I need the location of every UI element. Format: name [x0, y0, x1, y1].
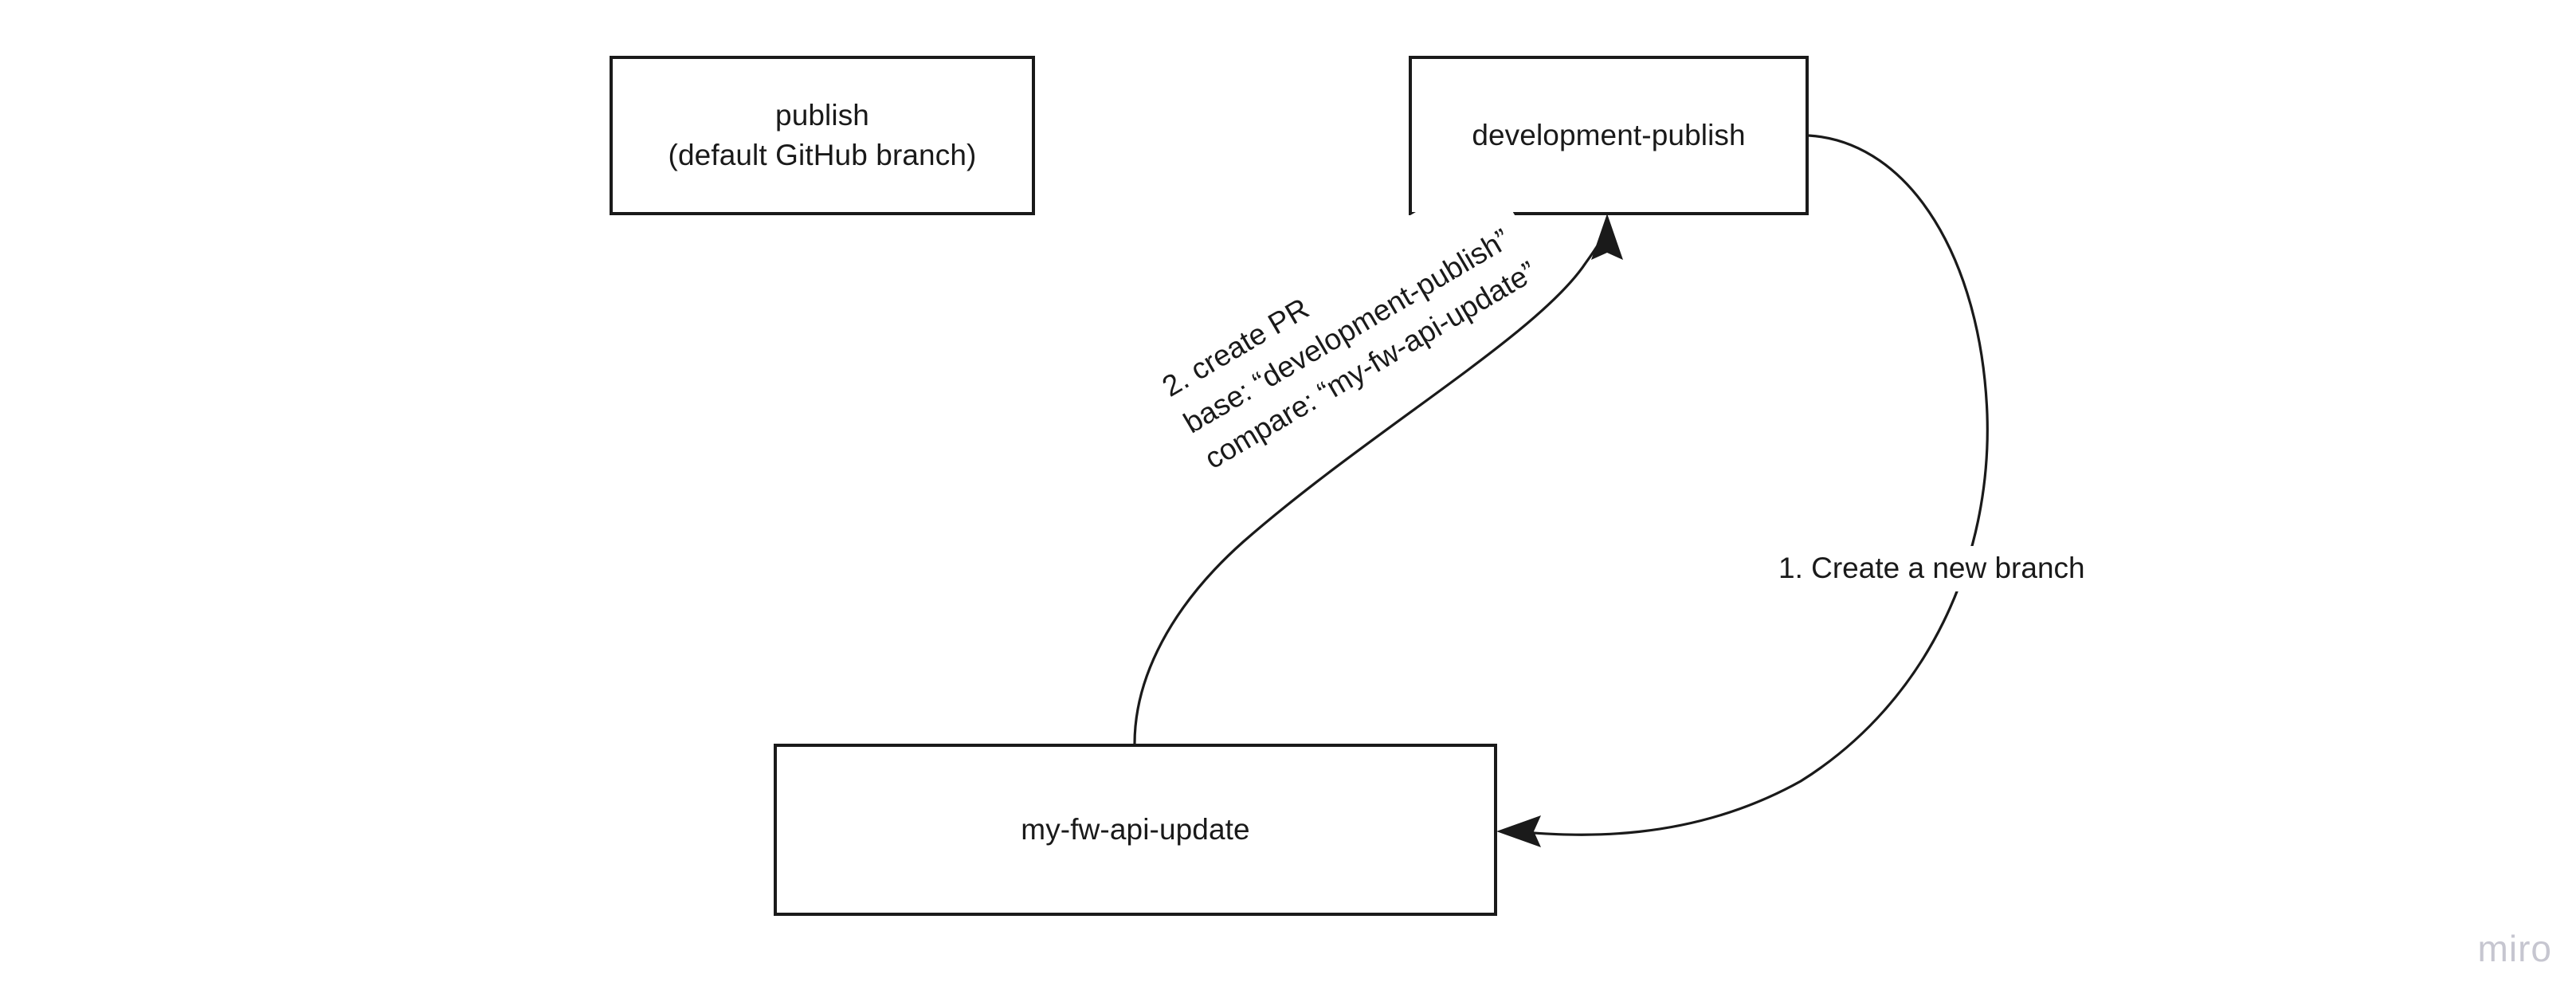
node-development-publish-label: development-publish: [1472, 119, 1746, 152]
edge-create-pr-arrowhead: [1591, 214, 1623, 260]
miro-watermark: miro: [2477, 928, 2552, 969]
edge-create-pr: [1133, 214, 1623, 744]
node-publish[interactable]: publish (default GitHub branch): [610, 56, 1035, 215]
edge-create-branch-arrowhead: [1496, 815, 1541, 847]
edge-create-branch-path: [1513, 134, 1989, 836]
node-development-publish[interactable]: development-publish: [1409, 56, 1809, 215]
node-my-fw-api-update-label: my-fw-api-update: [1021, 813, 1250, 847]
node-my-fw-api-update[interactable]: my-fw-api-update: [774, 744, 1497, 916]
edge-create-branch: [1496, 134, 1989, 847]
edge-label-create-branch: 1. Create a new branch: [1770, 546, 2093, 591]
edge-create-pr-path: [1133, 227, 1609, 744]
node-publish-label: publish (default GitHub branch): [668, 99, 977, 171]
